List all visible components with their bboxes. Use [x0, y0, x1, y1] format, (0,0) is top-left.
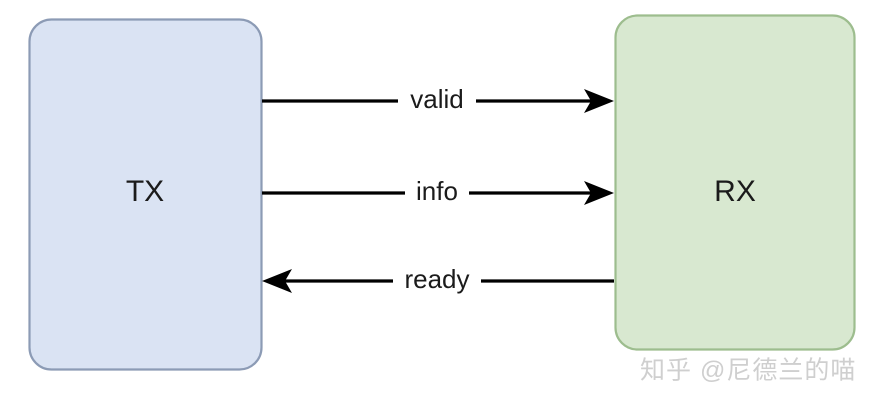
node-rx[interactable]: RX [614, 14, 856, 351]
tx-box[interactable] [28, 18, 263, 371]
edge-info[interactable]: info [262, 176, 614, 206]
rx-box[interactable] [614, 14, 856, 351]
rx-label: RX [714, 175, 756, 208]
edge-valid-label: valid [410, 84, 463, 114]
edge-ready[interactable]: ready [262, 264, 614, 294]
edge-info-arrowhead-right [584, 181, 614, 205]
edge-ready-arrowhead-left [262, 269, 292, 293]
watermark: 知乎 @尼德兰的喵 [640, 357, 856, 385]
node-tx[interactable]: TX [28, 18, 263, 371]
edge-ready-label: ready [404, 264, 469, 294]
tx-label: TX [126, 175, 164, 208]
edge-valid[interactable]: valid [262, 84, 614, 114]
edge-info-label: info [416, 176, 458, 206]
edge-valid-arrowhead-right [584, 89, 614, 113]
